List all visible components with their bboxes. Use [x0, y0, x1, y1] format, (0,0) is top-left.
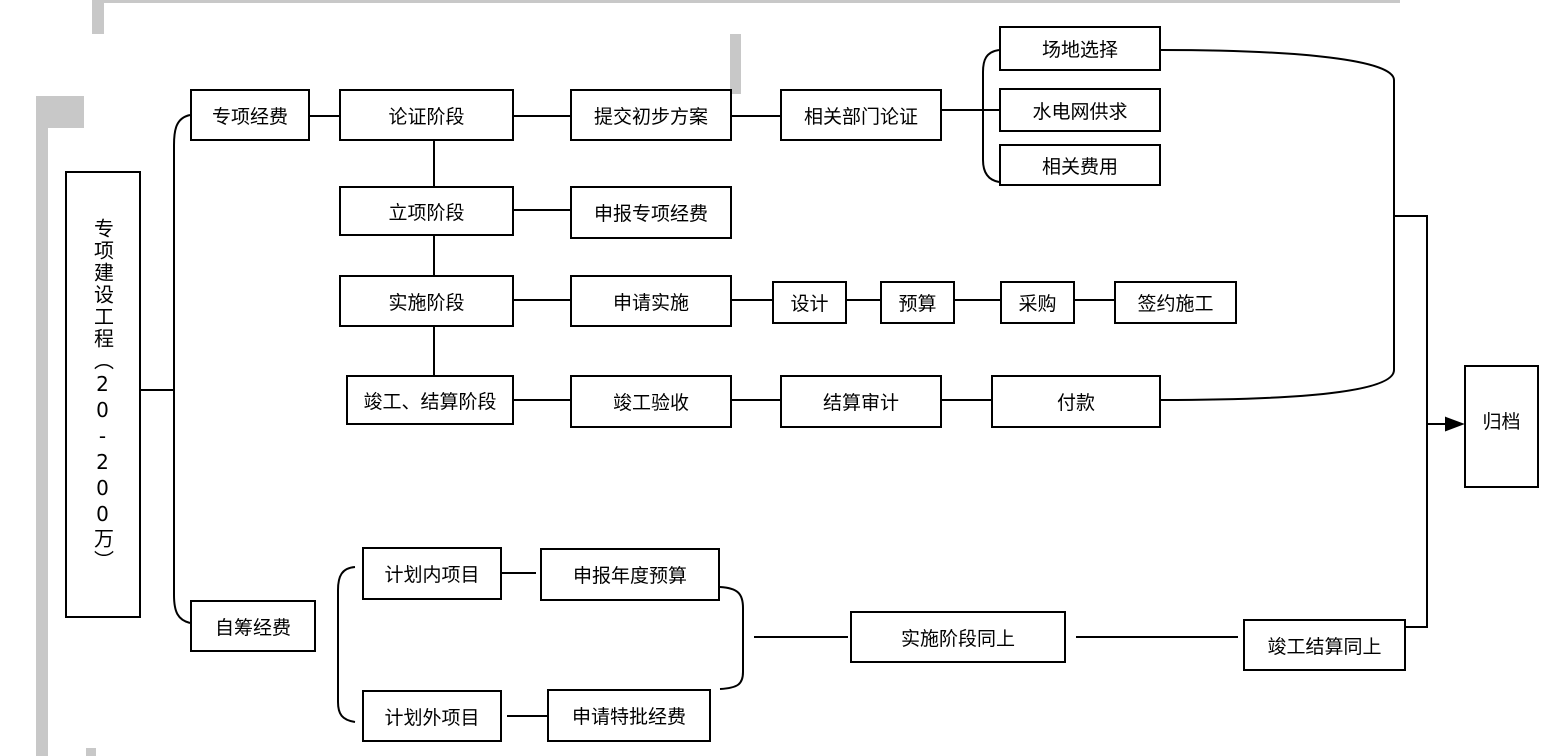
stage-implementation: 实施阶段 [339, 275, 514, 327]
step-sign-construct: 签约施工 [1114, 281, 1237, 324]
page-edge-mark-bottom [86, 748, 96, 756]
root-project-box: 专项建设工程（20-200万） [65, 171, 141, 618]
unplanned-project-box: 计划外项目 [362, 690, 502, 742]
planned-project-box: 计划内项目 [362, 547, 502, 600]
page-edge-left [36, 96, 48, 756]
step-declare-funds: 申报专项经费 [570, 186, 732, 239]
impl-same-box: 实施阶段同上 [850, 611, 1066, 663]
step-procurement: 采购 [1000, 281, 1075, 324]
step-site-selection: 场地选择 [999, 26, 1161, 71]
step-utilities: 水电网供求 [999, 88, 1161, 132]
self-funds-box: 自筹经费 [190, 600, 316, 652]
step-design: 设计 [772, 281, 847, 324]
step-related-costs: 相关费用 [999, 144, 1161, 186]
stage-completion: 竣工、结算阶段 [346, 375, 514, 425]
stage-approval: 立项阶段 [339, 186, 514, 236]
step-payment: 付款 [991, 375, 1161, 428]
step-submit-plan: 提交初步方案 [570, 89, 732, 141]
completion-same-box: 竣工结算同上 [1243, 619, 1406, 671]
step-budget: 预算 [880, 281, 955, 324]
archive-box: 归档 [1464, 365, 1539, 488]
special-funds-box: 专项经费 [190, 89, 310, 141]
page-edge-mark-mid [730, 34, 741, 94]
annual-budget-box: 申报年度预算 [540, 548, 720, 601]
special-funds-request-box: 申请特批经费 [547, 689, 711, 742]
stage-demonstration: 论证阶段 [339, 89, 514, 141]
step-acceptance: 竣工验收 [570, 375, 732, 428]
step-apply-impl: 申请实施 [570, 275, 732, 327]
page-edge-mark-left [48, 96, 84, 128]
page-edge-top [104, 0, 1400, 3]
step-dept-review: 相关部门论证 [780, 89, 942, 141]
page-edge-mark-top-left [92, 0, 104, 34]
root-project-label: 专项建设工程（20-200万） [90, 217, 115, 572]
step-audit: 结算审计 [780, 375, 942, 428]
